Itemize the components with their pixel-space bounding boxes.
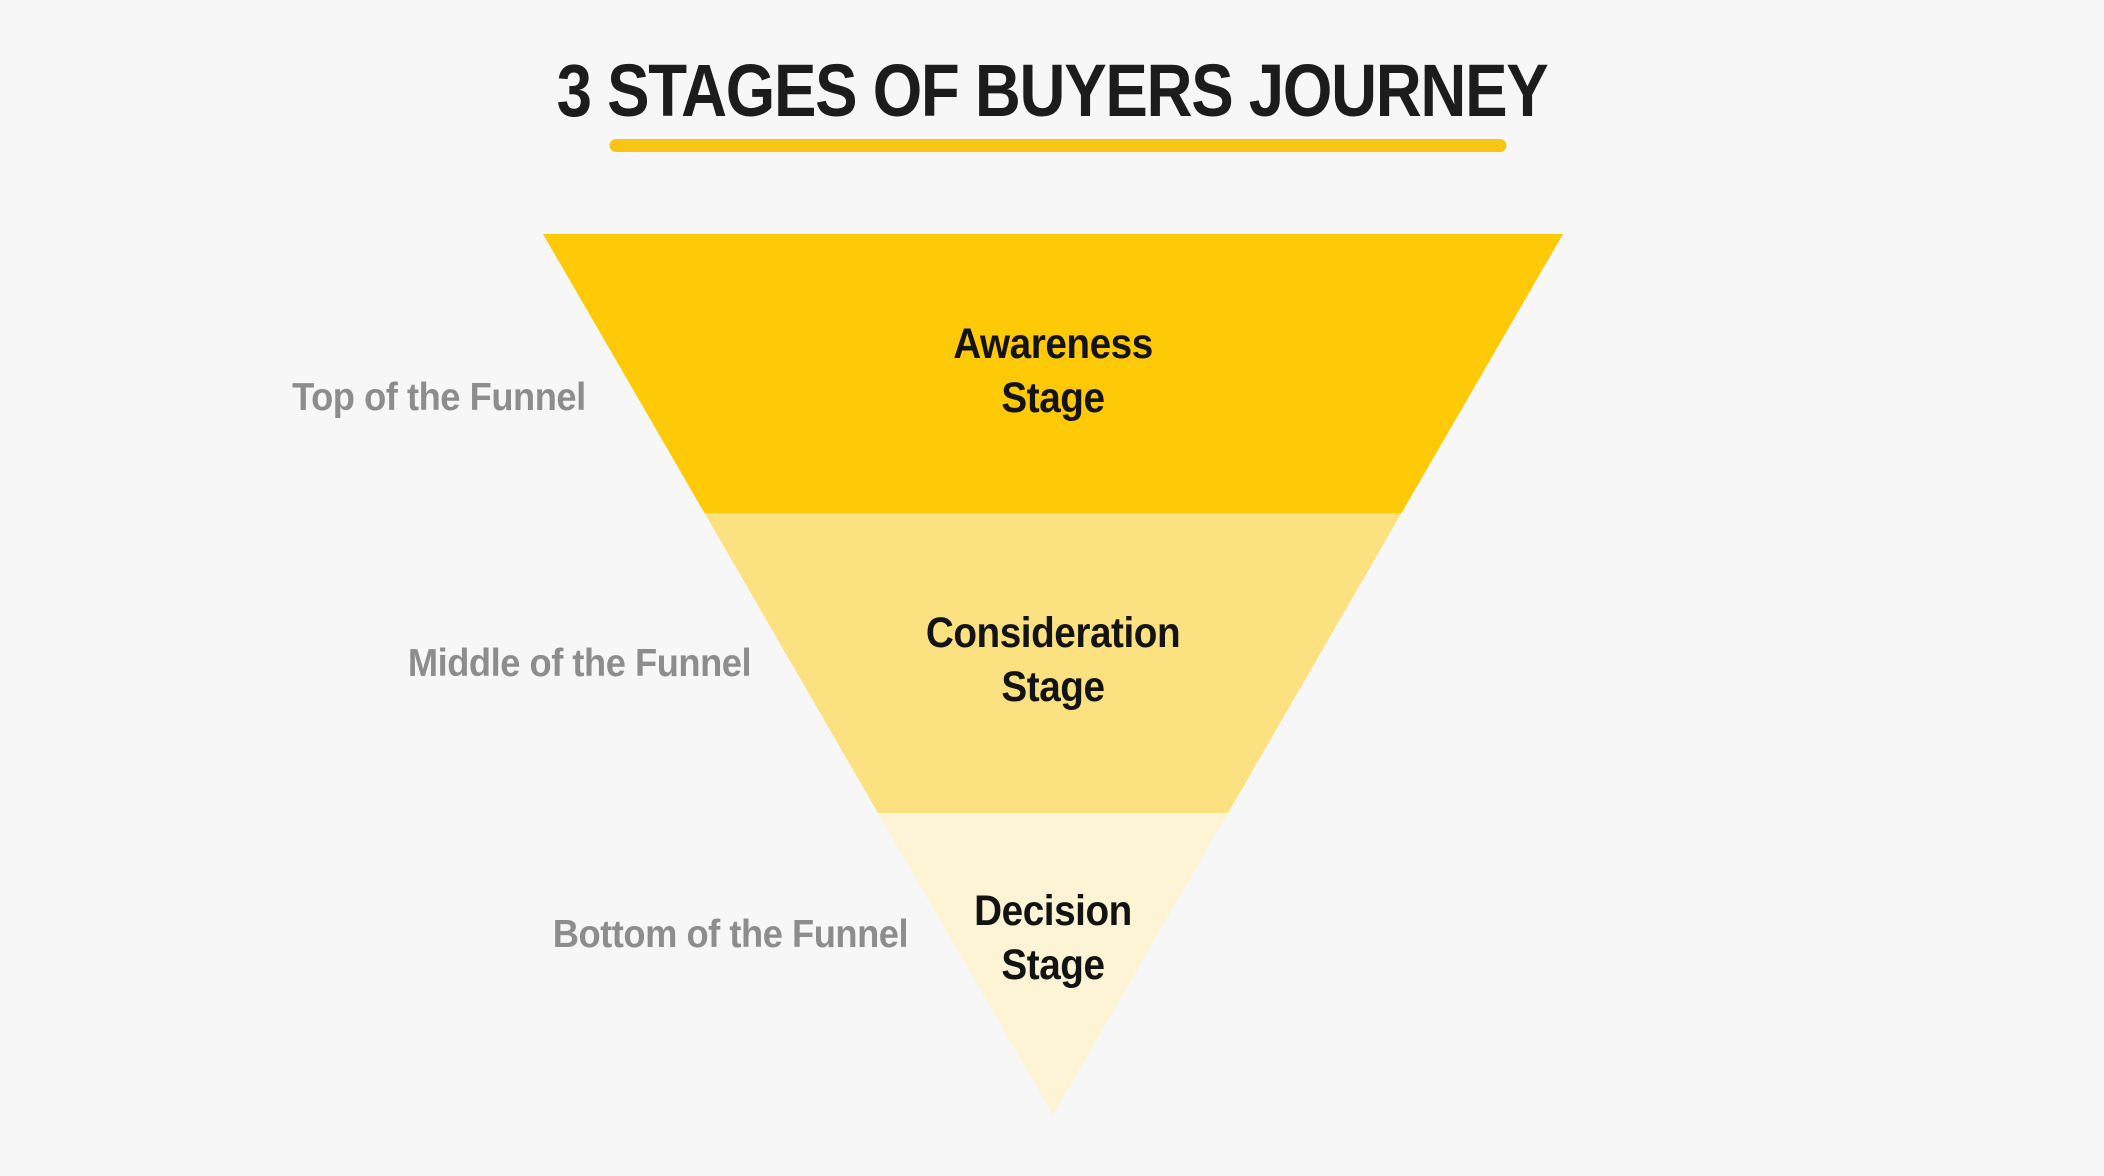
stage-label-consideration: Consideration Stage: [925, 609, 1181, 711]
funnel-stage-awareness-shape: [543, 234, 1563, 513]
stage-label-decision: Decision Stage: [974, 887, 1132, 989]
page-title: 3 STAGES OF BUYERS JOURNEY: [556, 49, 1549, 132]
stage-label-awareness: Awareness Stage: [953, 320, 1153, 422]
funnel-stage-consideration-shape: [704, 513, 1402, 813]
side-label-top-of-funnel: Top of the Funnel: [292, 376, 586, 419]
side-label-bottom-of-funnel: Bottom of the Funnel: [552, 913, 909, 956]
side-label-middle-of-funnel: Middle of the Funnel: [407, 642, 752, 685]
title-underline: [609, 139, 1507, 152]
funnel-stage-decision-shape: [878, 813, 1228, 1115]
